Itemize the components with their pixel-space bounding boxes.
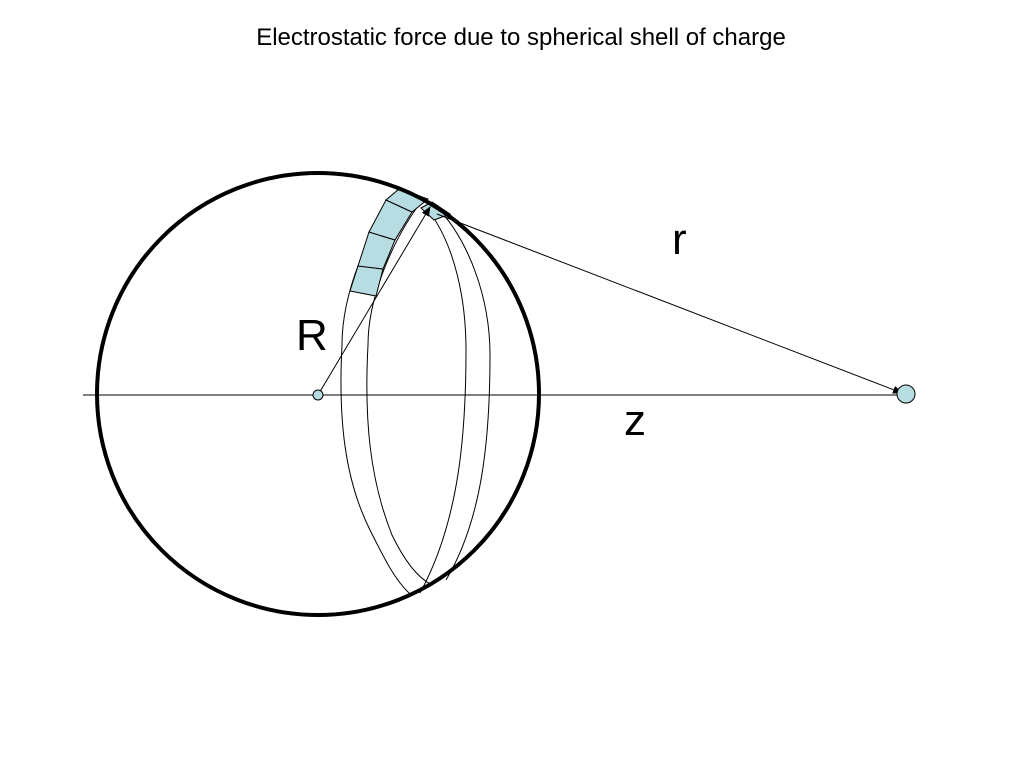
- test-charge-point: [896, 384, 916, 404]
- spherical-shell: [95, 171, 541, 617]
- ring-band-outer-right: [433, 203, 491, 581]
- shell-center-point: [312, 389, 324, 401]
- radius-vector: [317, 206, 431, 396]
- label-z: z: [624, 396, 646, 445]
- charge-elements: [349, 188, 452, 297]
- ring-band-inner-left: [366, 197, 433, 586]
- ring-band-inner-right: [419, 209, 467, 594]
- charge-element: [349, 265, 384, 297]
- charge-element: [385, 188, 430, 213]
- distance-vector-r: [436, 213, 903, 394]
- slide-title: Electrostatic force due to spherical she…: [256, 24, 786, 51]
- label-r: r: [672, 215, 687, 264]
- label-radius: R: [296, 311, 328, 360]
